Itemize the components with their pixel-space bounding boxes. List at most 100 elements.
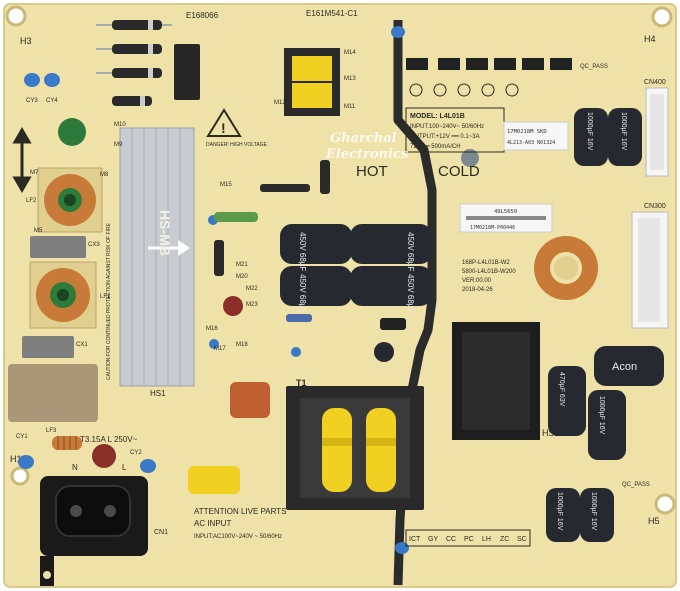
label-attention: ATTENTION LIVE PARTS — [194, 507, 286, 516]
label-danger: DANGER! HIGH VOLTAGE — [206, 142, 268, 148]
jumper-label: M13 — [344, 76, 356, 82]
out-cap-label: 1000µF 16V — [620, 112, 627, 151]
bulk-cap-label: 450V 68µF — [298, 274, 307, 313]
label-hot: HOT — [356, 163, 388, 180]
watermark-line2: Electronics — [325, 147, 409, 162]
label-cy2: CY2 — [130, 450, 142, 456]
mounting-holes — [5, 5, 676, 515]
arrow-marking — [12, 127, 32, 193]
jumper-label: M5 — [34, 228, 43, 234]
out-cap-label: 470µF 63V — [558, 372, 565, 407]
sticker-2-line1: 49L5650 — [494, 209, 517, 215]
bridge-rectifier — [174, 44, 200, 100]
x-cap-cx3 — [30, 236, 86, 258]
label-hs1: HS1 — [150, 389, 166, 398]
label-pcb-id2: 5800-L4L01B-W200 — [462, 269, 516, 275]
jumper-label: M12 — [274, 100, 286, 106]
bulk-cap-label: 450V 68µF — [298, 232, 307, 271]
header-pin-label: LH — [482, 536, 491, 543]
header-pin-label: ICT — [409, 536, 421, 543]
label-cold: COLD — [438, 163, 480, 180]
label-model-output: OUTPUT:+12V ━━ 0.1~3A — [410, 134, 480, 140]
jumper-labels: M10 M9 M7 M8 M5 M15 M14 M13 M12 M11 M21 … — [30, 50, 356, 352]
bulk-cap-label: 450V 68µF — [406, 274, 415, 313]
output-caps-top — [574, 108, 642, 166]
inductor-lf3 — [52, 436, 82, 450]
label-pcb-ver: VER:00.00 — [462, 278, 492, 284]
header-pin-label: PC — [464, 536, 474, 543]
label-model-title: MODEL: L4L01B — [410, 113, 465, 120]
header-pin-label: CC — [446, 536, 456, 543]
jumper-label: M7 — [30, 170, 39, 176]
label-qc-pass: QC_PASS — [580, 64, 608, 70]
label-hs2: HS2 — [542, 428, 560, 438]
header-pin-label: SC — [517, 536, 527, 543]
label-cn400: CN400 — [644, 79, 666, 86]
out-cap-label: 1000µF 16V — [598, 396, 605, 435]
sticker-2 — [459, 203, 553, 233]
sticker-1-line1: 17M0218M SKD — [507, 129, 547, 135]
jumper-label: M15 — [220, 182, 232, 188]
jumper-label: M17 — [214, 346, 226, 352]
label-model-input: INPUT:100~240V~ 50/60Hz — [410, 124, 484, 130]
label-model-output2: 72V ━━ 500mA/CH — [410, 144, 461, 150]
header-pin-label: GY — [428, 536, 438, 543]
watermark-line1: Gharchal — [330, 131, 397, 146]
label-cy4: CY4 — [46, 98, 58, 104]
label-lf2: LF2 — [26, 198, 37, 204]
label-caution: CAUTION FOR CONTINUED PROTECTION AGAINST… — [106, 222, 112, 380]
label-h4: H4 — [644, 34, 656, 44]
connector-cn300 — [631, 211, 669, 329]
diode-row — [96, 20, 172, 106]
heatsink-hs2 — [452, 322, 540, 440]
sticker-2-line2: 17M0218M-P00446 — [470, 225, 515, 231]
header-pin-row: ICT GY CC PC LH ZC SC — [405, 529, 531, 547]
label-cy3: CY3 — [26, 98, 38, 104]
jumper-label: M21 — [236, 262, 248, 268]
label-ac-input: AC INPUT — [194, 519, 231, 528]
svg-text:!: ! — [221, 120, 226, 136]
connector-cn400 — [645, 87, 669, 177]
x-cap-cx1 — [22, 336, 74, 358]
bulk-cap-label: 450V 68µF — [406, 232, 415, 271]
jumper-label: M18 — [236, 342, 248, 348]
output-caps-right — [548, 366, 626, 460]
transistor-row — [406, 58, 572, 97]
jumper-label: M8 — [100, 172, 109, 178]
jumper-label: M10 — [114, 122, 126, 128]
label-fuse: T3.15A L 250V~ — [80, 435, 138, 444]
yellow-cap — [188, 466, 240, 494]
label-lf1: LF1 — [100, 294, 111, 300]
label-qc-pass2: QC_PASS — [622, 482, 650, 488]
label-h1: H1 — [10, 454, 22, 464]
label-ul-code2: E161M541-C1 — [306, 9, 358, 18]
common-mode-choke-lf2 — [37, 167, 103, 233]
film-cap-large — [8, 364, 98, 422]
jumper-label: M9 — [114, 142, 123, 148]
header-pin-label: ZC — [500, 536, 509, 543]
sticker-1 — [503, 121, 569, 151]
label-cn1: CN1 — [154, 529, 168, 536]
acon-cap — [594, 346, 664, 386]
output-caps-bottom — [546, 488, 614, 542]
jumper-label: M22 — [246, 286, 258, 292]
jumper-label: M16 — [206, 326, 218, 332]
film-cap-orange — [230, 382, 270, 418]
ac-inlet-connector — [40, 476, 148, 586]
jumper-label: M14 — [344, 50, 356, 56]
label-l: L — [122, 463, 127, 472]
varistor — [92, 444, 116, 468]
label-h5: H5 — [648, 516, 660, 526]
label-cx3: CX3 — [88, 242, 100, 248]
label-cx1: CX1 — [76, 342, 88, 348]
thermistor — [58, 118, 86, 146]
jumper-label: M11 — [344, 104, 356, 110]
bulk-capacitors — [280, 224, 432, 306]
label-t1: T1 — [296, 378, 307, 388]
jumper-label: M23 — [246, 302, 258, 308]
output-inductor — [534, 236, 598, 300]
label-ac-input2: INPUT:AC100V~240V ~ 50/60Hz — [194, 534, 282, 540]
jumper-label: M20 — [236, 274, 248, 280]
label-cn300: CN300 — [644, 203, 666, 210]
